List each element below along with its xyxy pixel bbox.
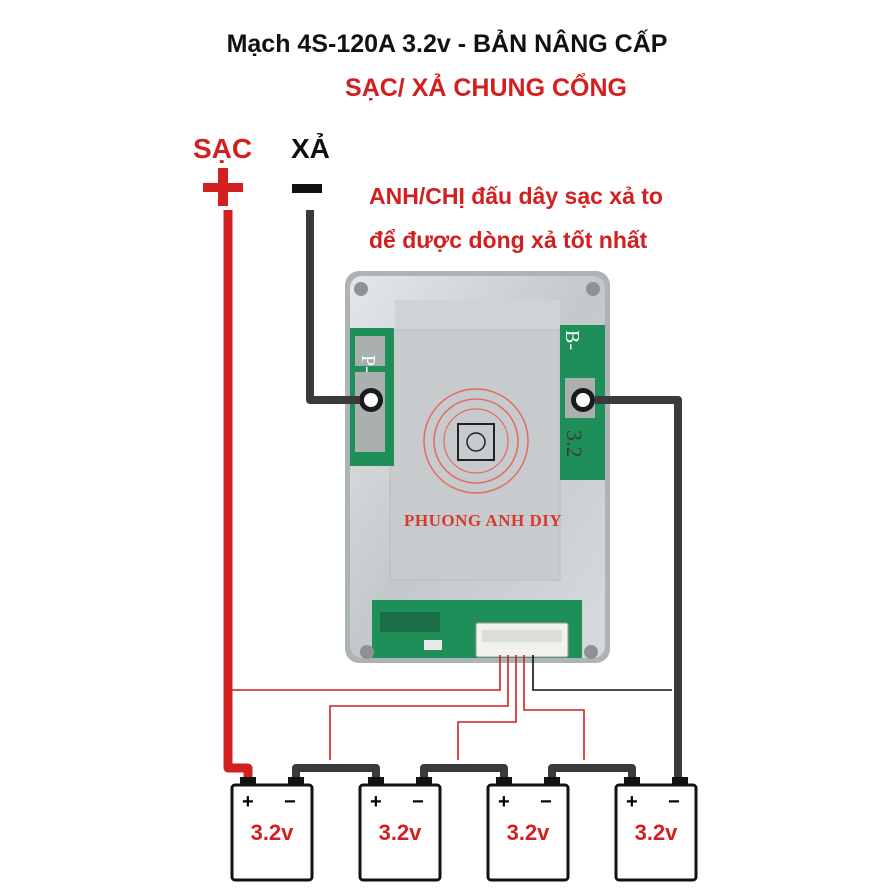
battery-plus-sign: + [242, 791, 254, 813]
battery-plus-sign: + [626, 791, 638, 813]
board-voltage-mark: 3.2 [562, 430, 587, 458]
battery-cell-2: +− [358, 777, 442, 882]
diagram-title: Mạch 4S-120A 3.2v - BẢN NÂNG CẤP [226, 30, 668, 58]
discharge-minus-symbol [292, 184, 322, 193]
battery-voltage-label: 3.2v [378, 820, 422, 845]
p-terminal-label: P- [357, 355, 379, 373]
battery-plus-sign: + [498, 791, 510, 813]
battery-plus-sign: + [370, 791, 382, 813]
discharge-label: XẢ [291, 133, 330, 164]
balance-wires [232, 655, 672, 760]
watermark-text: PHUONG ANH DIY [404, 511, 563, 530]
battery-minus-sign: − [412, 791, 424, 813]
bms-board [345, 271, 610, 663]
power-wires [223, 210, 682, 782]
battery-cell-1: +− [230, 777, 314, 882]
wiring-note-line-2: để được dòng xả tốt nhất [369, 227, 648, 253]
battery-minus-sign: − [284, 791, 296, 813]
battery-voltage-label: 3.2v [250, 820, 294, 845]
battery-minus-sign: − [540, 791, 552, 813]
charge-label: SẠC [193, 133, 253, 164]
diagram-subtitle: SẠC/ XẢ CHUNG CỔNG [345, 74, 627, 102]
charge-plus-symbol [203, 168, 243, 206]
wiring-note-line-1: ANH/CHỊ đấu dây sạc xả to [369, 183, 663, 209]
battery-minus-sign: − [668, 791, 680, 813]
battery-cell-3: +− [486, 777, 570, 882]
battery-voltage-label: 3.2v [506, 820, 550, 845]
b-terminal-label: B- [561, 330, 583, 350]
battery-voltage-label: 3.2v [634, 820, 678, 845]
battery-cell-4: +− [614, 777, 698, 882]
